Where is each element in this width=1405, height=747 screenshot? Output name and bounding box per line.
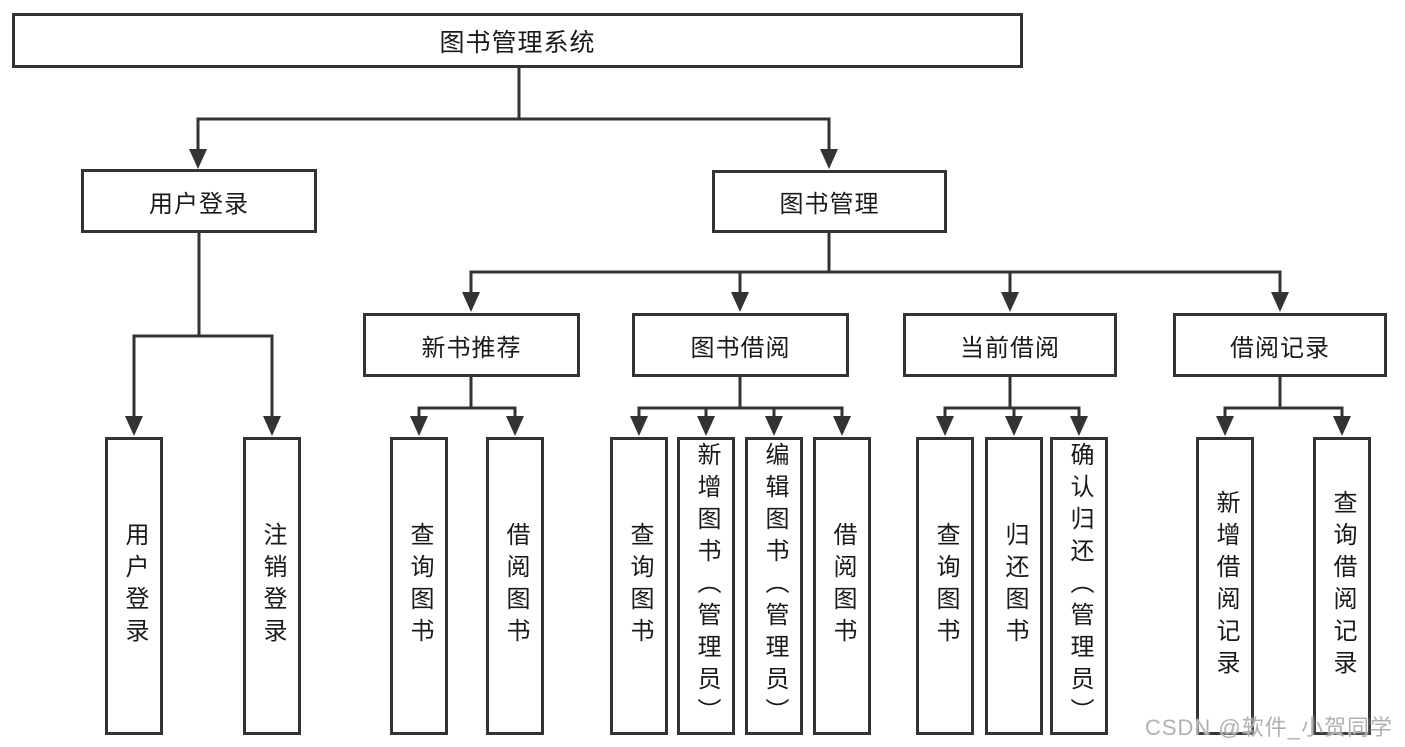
leaf-user-login: 用户登录	[105, 437, 163, 735]
node-current-borrowing: 当前借阅	[903, 313, 1117, 377]
leaf-edit-books-admin: 编辑图书（管理员）	[745, 437, 803, 735]
leaf-query-borrow-record: 查询借阅记录	[1313, 437, 1371, 735]
leaf-query-books-borrowing: 查询图书	[610, 437, 668, 735]
leaf-confirm-return-admin: 确认归还（管理员）	[1050, 437, 1108, 735]
node-book-borrowing: 图书借阅	[632, 313, 849, 377]
node-library-management-system: 图书管理系统	[12, 13, 1023, 68]
leaf-query-books-current: 查询图书	[916, 437, 974, 735]
node-new-book-recommend: 新书推荐	[363, 313, 580, 377]
leaf-add-books-admin: 新增图书（管理员）	[677, 437, 735, 735]
leaf-logout: 注销登录	[243, 437, 301, 735]
node-user-login: 用户登录	[81, 169, 317, 233]
leaf-borrow-books-recommend: 借阅图书	[486, 437, 544, 735]
node-book-management: 图书管理	[712, 170, 947, 233]
leaf-return-books: 归还图书	[985, 437, 1043, 735]
leaf-add-borrow-record: 新增借阅记录	[1196, 437, 1254, 735]
watermark: CSDN @软件_小贺同学	[1144, 715, 1393, 740]
leaf-query-books-recommend: 查询图书	[390, 437, 448, 735]
node-borrow-records: 借阅记录	[1173, 313, 1387, 377]
leaf-borrow-books-borrowing: 借阅图书	[813, 437, 871, 735]
